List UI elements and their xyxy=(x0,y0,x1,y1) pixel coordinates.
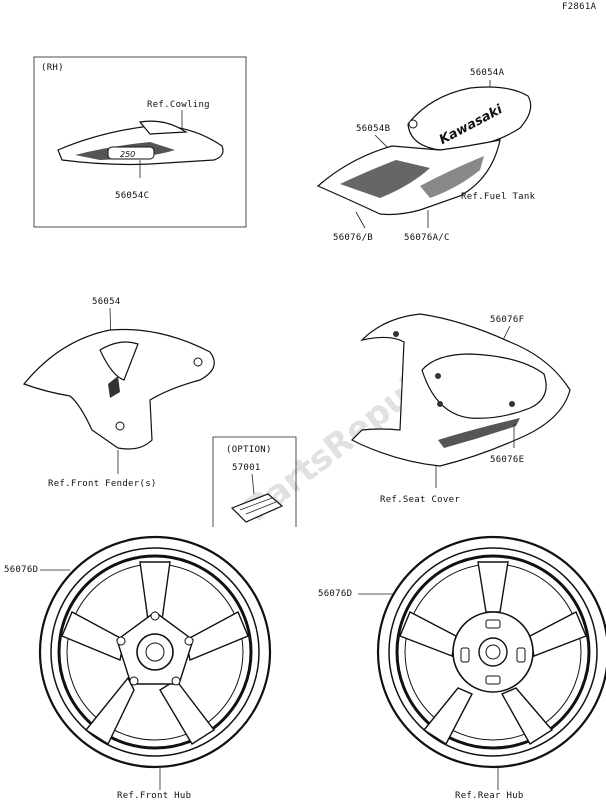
rear-wheel-rim-decal[interactable] xyxy=(376,535,606,769)
front-fender-decal[interactable] xyxy=(22,328,215,450)
label-ref-front-fender: Ref.Front Fender(s) xyxy=(48,479,157,489)
seat-cover-decal[interactable] xyxy=(350,313,571,467)
label-ref-fuel-tank: Ref.Fuel Tank xyxy=(461,192,536,202)
rh-inset-box xyxy=(33,56,247,228)
option-tool-57001[interactable] xyxy=(230,493,284,523)
label-56054b: 56054B xyxy=(356,124,390,134)
label-ref-front-hub: Ref.Front Hub xyxy=(117,791,191,800)
label-56076d-left: 56076D xyxy=(4,565,38,575)
front-wheel-rim-decal[interactable] xyxy=(38,535,272,769)
leader-57001 xyxy=(251,473,255,495)
label-57001: 57001 xyxy=(232,463,261,473)
label-ref-seat-cover: Ref.Seat Cover xyxy=(380,495,460,505)
label-ref-cowling: Ref.Cowling xyxy=(147,100,210,110)
figure-code: F2861A xyxy=(562,2,597,12)
label-56076e: 56076E xyxy=(490,455,524,465)
label-option: (OPTION) xyxy=(226,445,272,455)
cowling-decal-rh[interactable]: 250 xyxy=(57,120,224,166)
fuel-tank-decal[interactable]: Kawasaki xyxy=(316,86,532,216)
option-box xyxy=(212,436,297,527)
label-56076f: 56076F xyxy=(490,315,524,325)
leader-56076b xyxy=(355,211,366,229)
label-56054: 56054 xyxy=(92,297,121,307)
label-56076ac: 56076A/C xyxy=(404,233,450,243)
label-56076b: 56076/B xyxy=(333,233,373,243)
label-56076d-right: 56076D xyxy=(318,589,352,599)
label-ref-rear-hub: Ref.Rear Hub xyxy=(455,791,524,800)
label-rh: (RH) xyxy=(41,63,64,73)
cowling-model-text: 250 xyxy=(120,150,135,159)
label-56054a: 56054A xyxy=(470,68,505,78)
label-56054c: 56054C xyxy=(115,191,149,201)
